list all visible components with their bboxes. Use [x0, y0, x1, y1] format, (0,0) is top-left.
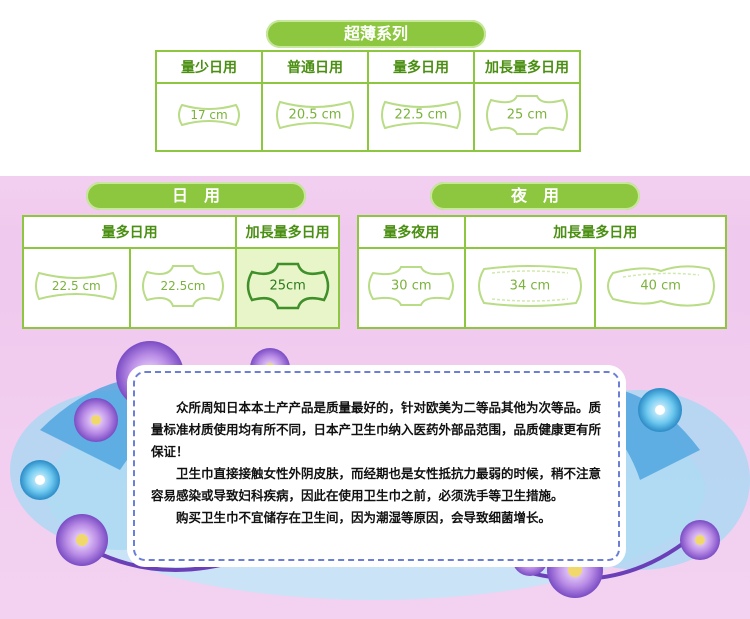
pad-night-icon	[606, 265, 715, 307]
day-title: 日 用	[171, 186, 220, 205]
night-title: 夜 用	[510, 186, 559, 205]
flower-icon	[56, 514, 108, 566]
pad-22.5cm-wings: 22.5cm	[139, 260, 227, 312]
night-cell-1: 30 cm	[357, 247, 466, 329]
flower-icon	[680, 520, 720, 560]
pad-34cm: 34 cm	[474, 259, 586, 313]
notice-paragraph-3: 购买卫生巾不宜储存在卫生间，因为潮湿等原因，会导致细菌增长。	[176, 510, 552, 525]
pad-outline-icon	[276, 100, 354, 130]
pad-size-label: 25 cm	[506, 107, 548, 123]
pad-size-label: 22.5cm	[160, 279, 206, 293]
pad-size-label: 34 cm	[509, 278, 551, 294]
ultrathin-cell-3: 22.5 cm	[367, 82, 475, 152]
pad-30cm: 30 cm	[365, 261, 457, 311]
pad-outline-icon	[178, 103, 240, 127]
ultrathin-cell-2: 20.5 cm	[261, 82, 369, 152]
pad-outline-icon	[381, 100, 461, 130]
day-title-pill: 日 用	[86, 182, 306, 210]
night-cell-2: 34 cm	[463, 247, 597, 329]
pad-night-icon	[477, 265, 582, 307]
ultrathin-title-pill: 超薄系列	[266, 20, 486, 48]
pad-25cm: 25 cm	[483, 90, 571, 140]
pad-size-label: 22.5 cm	[394, 107, 448, 123]
flower-icon	[20, 460, 60, 500]
flower-icon	[638, 388, 682, 432]
ultrathin-title: 超薄系列	[343, 24, 408, 43]
flower-icon	[74, 398, 118, 442]
night-header-2: 加長量多日用	[463, 215, 728, 249]
notice-paragraph-1: 众所周知日本本土产产品是质量最好的，针对欧美为二等品其他为次等品。质量标准材质使…	[151, 400, 602, 459]
ultrathin-cell-1: 17 cm	[155, 82, 263, 152]
ultrathin-table: 量少日用 普通日用 量多日用 加長量多日用 17 cm 20.5 cm 22.5…	[155, 50, 581, 152]
night-header-1: 量多夜用	[357, 215, 466, 249]
pad-wings-icon	[246, 262, 329, 310]
day-header-1: 量多日用	[21, 215, 238, 249]
pad-wings-icon	[142, 265, 224, 307]
pad-40cm: 40 cm	[603, 259, 719, 313]
ultrathin-header-1: 量少日用	[155, 50, 263, 84]
pad-22.5cm: 22.5 cm	[33, 266, 119, 306]
day-cell-2: 22.5cm	[128, 247, 238, 329]
pad-outline-icon	[35, 271, 118, 301]
pad-size-label: 22.5 cm	[51, 279, 101, 293]
day-header-2: 加長量多日用	[235, 215, 340, 249]
pad-wings-icon	[486, 95, 568, 135]
pad-size-label: 20.5 cm	[288, 107, 342, 123]
day-cell-1: 22.5 cm	[22, 247, 131, 329]
pad-25cm-highlight: 25cm	[244, 258, 332, 314]
pad-size-label: 17 cm	[190, 108, 228, 122]
pad-size-label: 25cm	[269, 278, 306, 294]
pad-size-label: 30 cm	[391, 278, 432, 294]
ultrathin-cell-4: 25 cm	[473, 82, 581, 152]
notice-box: 众所周知日本本土产产品是质量最好的，针对欧美为二等品其他为次等品。质量标准材质使…	[133, 371, 620, 561]
ultrathin-header-4: 加長量多日用	[473, 50, 581, 84]
day-table: 量多日用 加長量多日用 22.5 cm 22.5cm 25cm	[21, 215, 340, 329]
pad-wings-icon	[368, 266, 455, 306]
ultrathin-header-2: 普通日用	[261, 50, 369, 84]
day-cell-3: 25cm	[235, 247, 340, 329]
pad-22.5cm: 22.5 cm	[379, 94, 463, 136]
pad-size-label: 40 cm	[640, 278, 681, 294]
night-table: 量多夜用 加長量多日用 30 cm 34 cm 40 cm	[357, 215, 728, 329]
pad-20.5cm: 20.5 cm	[274, 96, 356, 134]
pad-17cm: 17 cm	[176, 99, 242, 131]
night-title-pill: 夜 用	[430, 182, 640, 210]
night-cell-3: 40 cm	[594, 247, 727, 329]
ultrathin-header-3: 量多日用	[367, 50, 475, 84]
notice-paragraph-2: 卫生巾直接接触女性外阴皮肤，而经期也是女性抵抗力最弱的时候，稍不注意容易感染或导…	[151, 466, 602, 503]
